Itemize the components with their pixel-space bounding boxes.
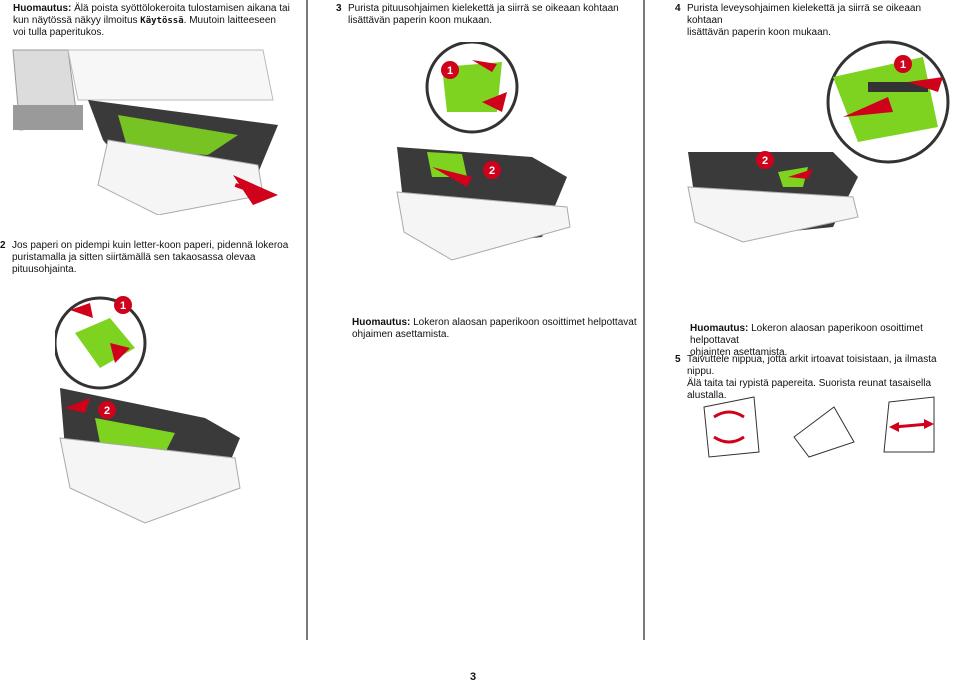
note-label: Huomautus: [13, 3, 72, 14]
step-number: 2 [0, 240, 6, 251]
width-guide-squeeze-illustration: 1 2 [687, 40, 950, 243]
step-number: 5 [675, 354, 681, 365]
tray-pull-out-illustration [12, 49, 278, 215]
svg-text:2: 2 [762, 155, 768, 167]
column-divider-right [643, 0, 645, 640]
callout-1: 1 [120, 300, 126, 312]
col2-note: Huomautus: Lokeron alaosan paperikoon os… [352, 317, 637, 340]
step-number: 3 [336, 3, 342, 14]
svg-text:1: 1 [900, 59, 906, 71]
column-divider-left [306, 0, 308, 640]
length-guide-extend-illustration: 1 2 [55, 296, 241, 524]
page-number: 3 [470, 671, 477, 683]
length-guide-squeeze-illustration: 1 2 [396, 42, 571, 261]
col3-note: Huomautus: Lokeron alaosan paperikoon os… [690, 323, 923, 358]
col1-note: Huomautus: Älä poista syöttölokeroita tu… [13, 3, 290, 38]
step-number: 4 [675, 3, 681, 14]
svg-text:1: 1 [447, 65, 453, 77]
paper-flex-illustration [703, 396, 935, 458]
display-message-code: Käytössä [140, 16, 184, 26]
svg-text:2: 2 [489, 165, 495, 177]
callout-2: 2 [104, 405, 110, 417]
